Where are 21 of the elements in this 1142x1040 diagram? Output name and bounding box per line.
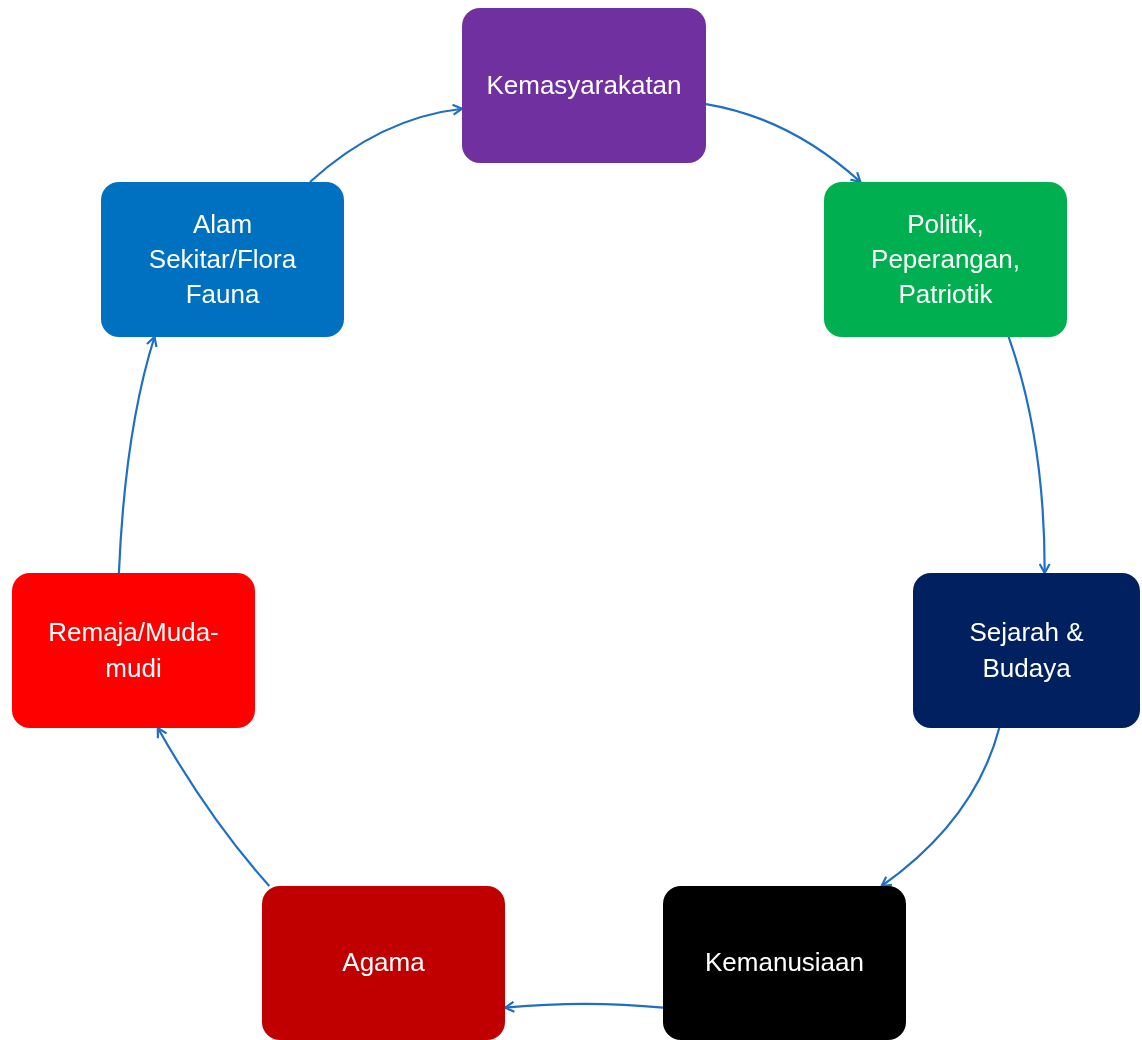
topic-label: Agama <box>342 946 425 980</box>
topic-label: Kemasyarakatan <box>486 68 682 102</box>
topic-box <box>663 886 906 1040</box>
topic-label: Politik, Peperangan, Patriotik <box>870 207 1021 312</box>
topic-box <box>262 886 505 1040</box>
curved-arrow <box>1007 336 1051 575</box>
topic-label: Sejarah & Budaya <box>968 616 1085 685</box>
curved-arrow <box>156 726 271 887</box>
topic-box <box>913 573 1140 728</box>
topic-box <box>101 182 344 337</box>
curved-arrow <box>880 727 1001 888</box>
curved-arrow <box>309 103 464 183</box>
topic-box <box>12 573 255 728</box>
topic-label: Kemanusiaan <box>705 946 864 980</box>
topic-label: Remaja/Muda-mudi <box>47 616 220 685</box>
curved-arrow <box>705 103 862 184</box>
topic-box <box>824 182 1067 337</box>
topic-box <box>462 8 706 163</box>
curved-arrow <box>503 1000 664 1013</box>
curved-arrow <box>117 335 158 574</box>
topic-label: Alam Sekitar/Flora Fauna <box>147 207 298 312</box>
